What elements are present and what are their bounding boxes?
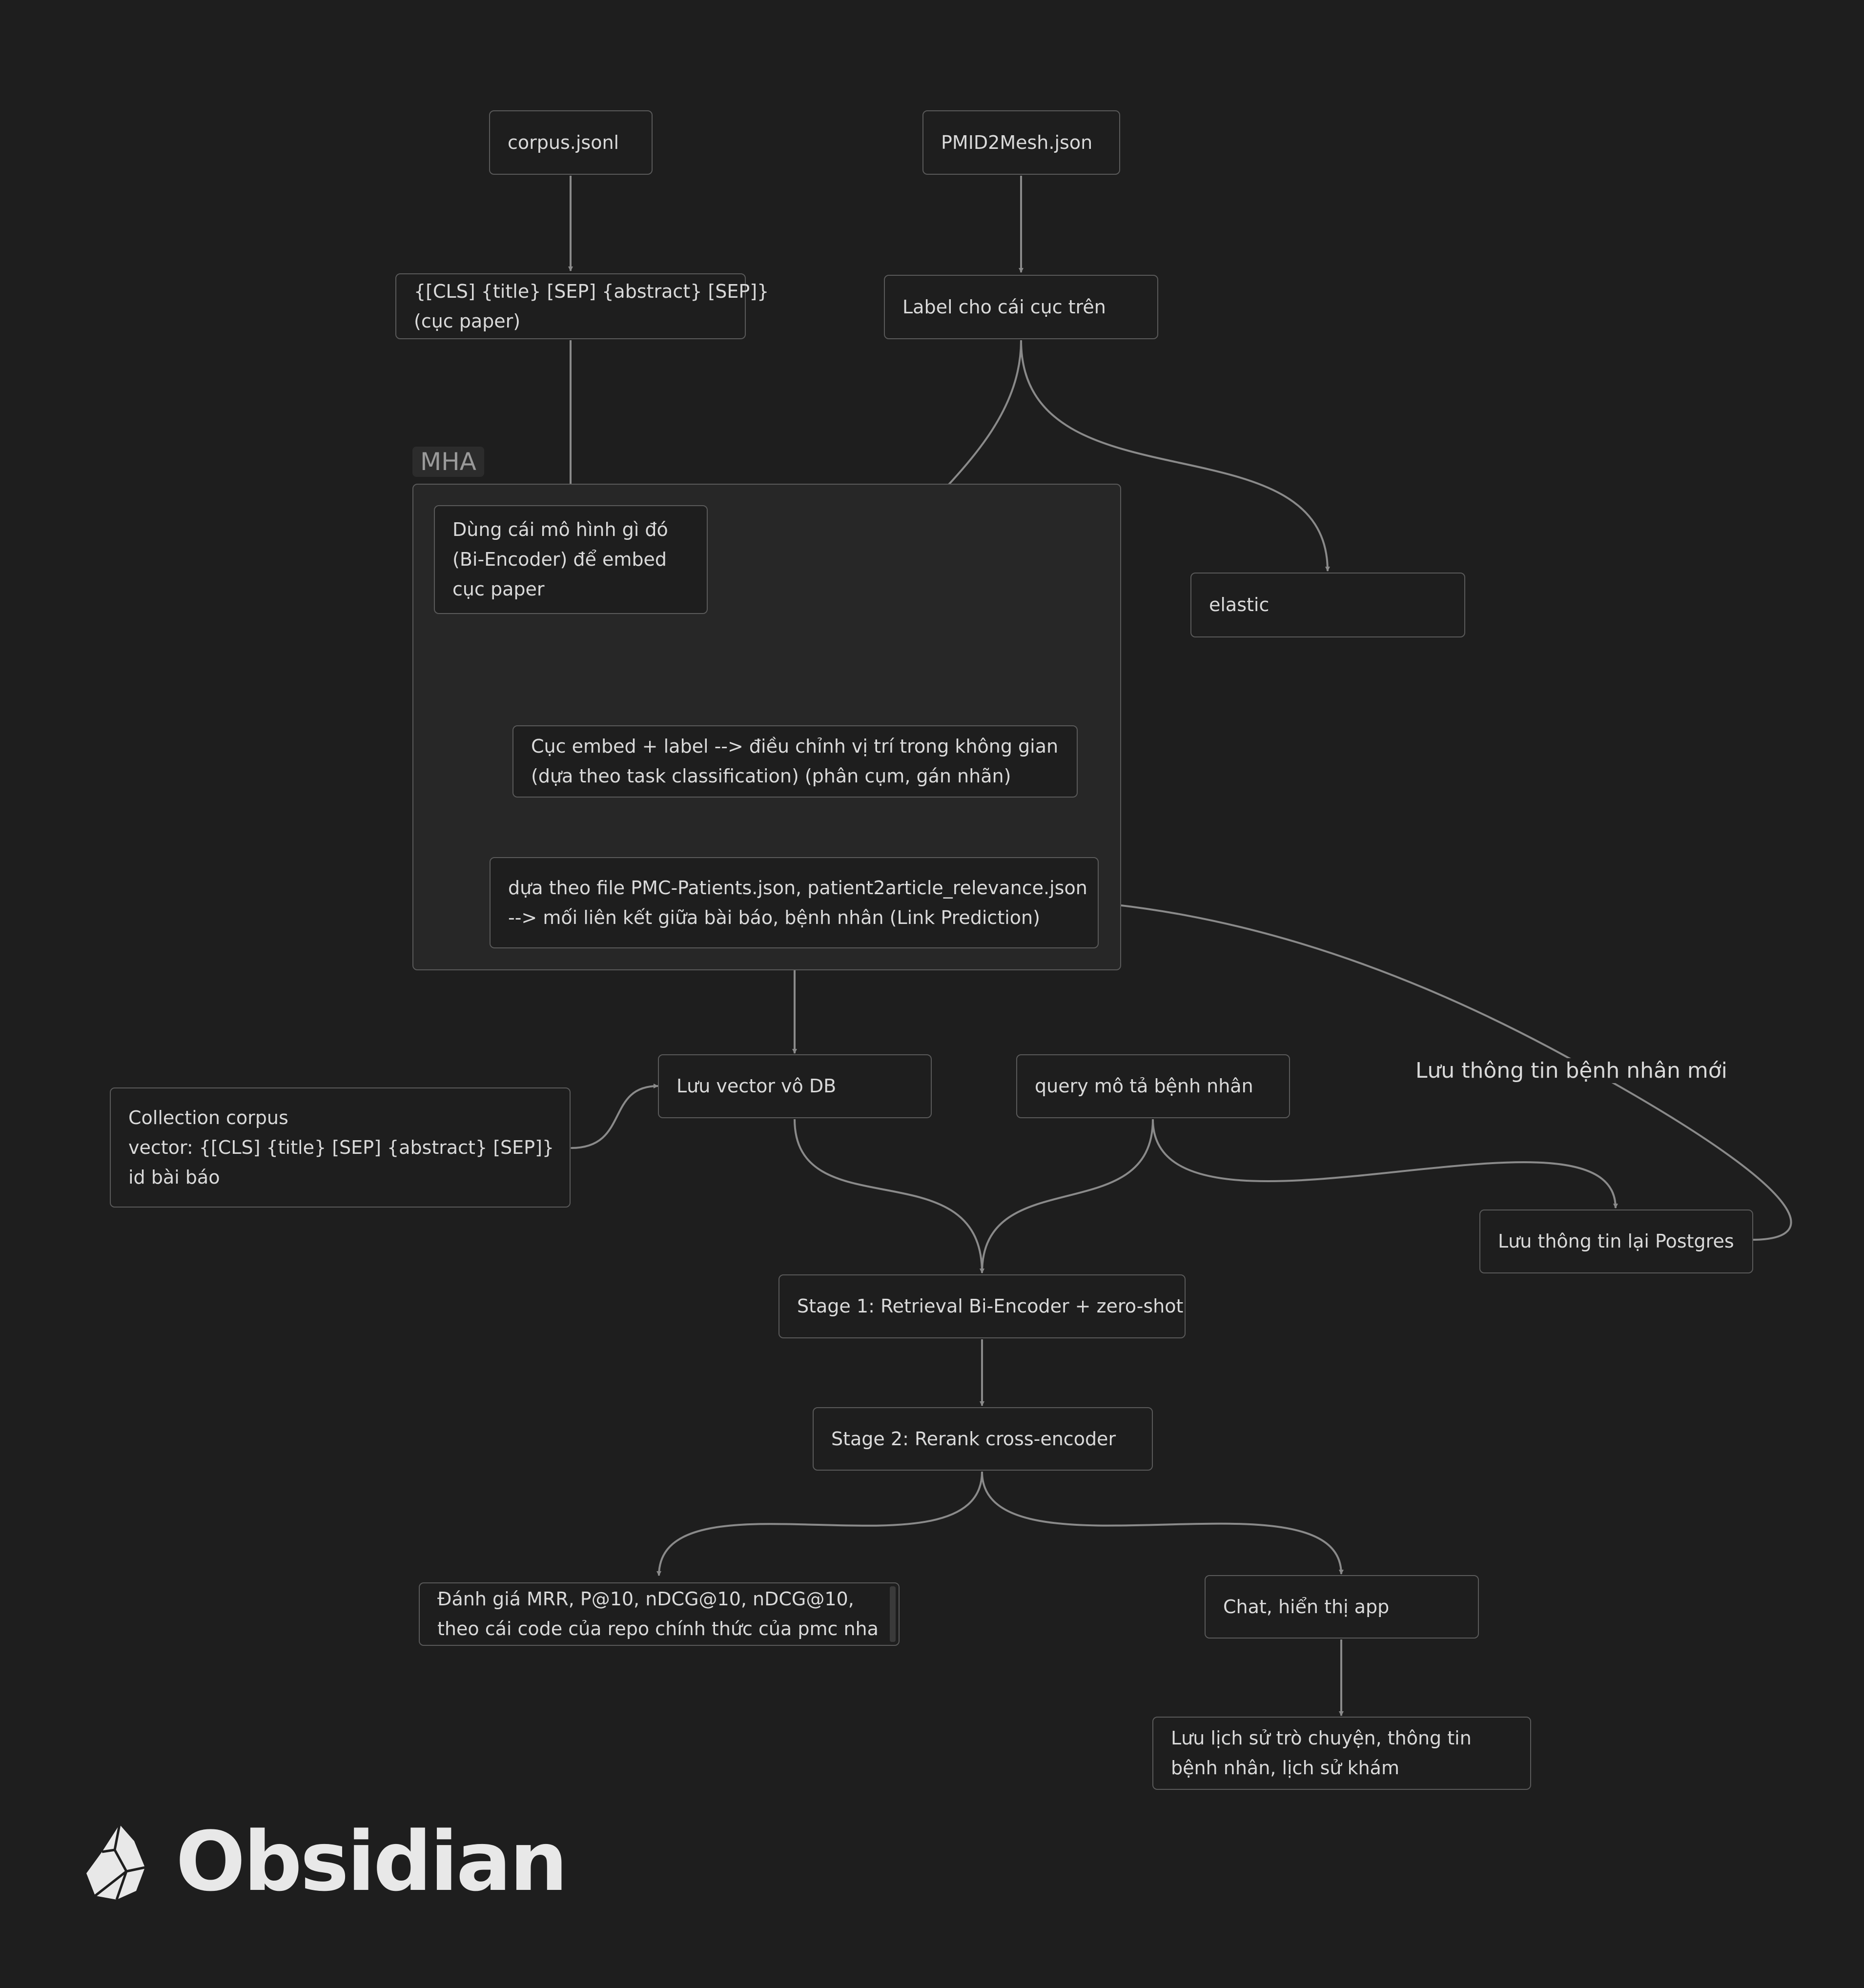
obsidian-logo-icon [86, 1824, 145, 1900]
node-text-line: theo cái code của repo chính thức của pm… [437, 1618, 879, 1640]
edge-stage2-to-evaluate [656, 1471, 983, 1576]
node-history[interactable]: Lưu lịch sử trò chuyện, thông tin bệnh nh… [1152, 1717, 1531, 1790]
node-text-line: elastic [1209, 594, 1270, 615]
node-scrollbar[interactable] [890, 1586, 896, 1642]
brand-name: Obsidian [176, 1814, 568, 1909]
node-text-line: dựa theo file PMC-Patients.json, patient… [508, 877, 1087, 899]
node-query-patient[interactable]: query mô tả bệnh nhân [1016, 1054, 1290, 1118]
edge-vectordb-collection [566, 1084, 658, 1151]
node-label-above[interactable]: Label cho cái cục trên [884, 275, 1158, 339]
node-stage1[interactable]: Stage 1: Retrieval Bi-Encoder + zero-sho… [778, 1274, 1186, 1338]
mha-group-label: MHA [412, 447, 484, 477]
node-text-line: {[CLS] {title} [SEP] {abstract} [SEP]} [414, 280, 769, 302]
node-text-line: (dựa theo task classification) (phân cụm… [531, 765, 1011, 787]
node-corpus-jsonl[interactable]: corpus.jsonl [489, 110, 653, 175]
edge-stage2-to-chat [981, 1471, 1344, 1575]
edge-postgres-to-link [1099, 901, 1792, 1241]
edge-vectordb-to-stage1 [794, 1119, 984, 1273]
node-stage2[interactable]: Stage 2: Rerank cross-encoder [813, 1407, 1153, 1471]
node-text-line: PMID2Mesh.json [941, 131, 1093, 153]
edge-query-to-stage1 [980, 1119, 1154, 1273]
node-text-line: Đánh giá MRR, P@10, nDCG@10, nDCG@10, [437, 1588, 854, 1610]
node-text-line: vector: {[CLS] {title} [SEP] {abstract} … [128, 1136, 554, 1158]
node-cls-format[interactable]: {[CLS] {title} [SEP] {abstract} [SEP]} (c… [395, 273, 769, 339]
edge-query-to-postgres [1152, 1119, 1618, 1209]
node-text-line: id bài báo [128, 1166, 220, 1188]
node-text-line: Stage 1: Retrieval Bi-Encoder + zero-sho… [797, 1295, 1184, 1317]
node-text-line: Dùng cái mô hình gì đó [452, 519, 668, 540]
node-embed-label[interactable]: Cục embed + label --> điều chỉnh vị trí … [512, 725, 1078, 798]
node-text-line: bệnh nhân, lịch sử khám [1171, 1757, 1399, 1779]
node-evaluate[interactable]: Đánh giá MRR, P@10, nDCG@10, nDCG@10, the… [419, 1582, 900, 1646]
node-link-prediction[interactable]: dựa theo file PMC-Patients.json, patient… [490, 857, 1099, 948]
node-text-line: Lưu lịch sử trò chuyện, thông tin [1171, 1727, 1472, 1749]
node-bi-encoder[interactable]: Dùng cái mô hình gì đó (Bi-Encoder) để em… [434, 505, 708, 614]
node-elastic[interactable]: elastic [1190, 573, 1465, 637]
node-text-line: (cục paper) [414, 310, 521, 332]
node-text-line: Cục embed + label --> điều chỉnh vị trí … [531, 736, 1059, 757]
node-text-line: Lưu vector vô DB [676, 1075, 837, 1097]
node-text-line: cục paper [452, 578, 545, 600]
node-vector-db[interactable]: Lưu vector vô DB [658, 1054, 932, 1118]
node-text-line: query mô tả bệnh nhân [1035, 1075, 1253, 1097]
node-chat-app[interactable]: Chat, hiển thị app [1205, 1575, 1479, 1639]
edge-label-to-elastic [1020, 340, 1330, 572]
node-collection-corpus[interactable]: Collection corpus vector: {[CLS] {title} … [110, 1087, 571, 1208]
node-text-line: (Bi-Encoder) để embed [452, 549, 667, 570]
edge-label-new-patient: Lưu thông tin bệnh nhân mới [1411, 1058, 1732, 1083]
obsidian-brand: Obsidian [85, 1814, 568, 1909]
node-text-line: corpus.jsonl [508, 131, 619, 153]
node-text-line: Chat, hiển thị app [1223, 1596, 1390, 1618]
node-text-line: Collection corpus [128, 1107, 288, 1128]
node-postgres[interactable]: Lưu thông tin lại Postgres [1479, 1209, 1753, 1273]
node-text-line: --> mối liên kết giữa bài báo, bệnh nhân… [508, 906, 1040, 928]
node-pmid2mesh-json[interactable]: PMID2Mesh.json [922, 110, 1120, 175]
node-text-line: Lưu thông tin lại Postgres [1498, 1230, 1734, 1252]
node-text-line: Label cho cái cục trên [902, 296, 1106, 318]
node-text-line: Stage 2: Rerank cross-encoder [831, 1428, 1116, 1450]
